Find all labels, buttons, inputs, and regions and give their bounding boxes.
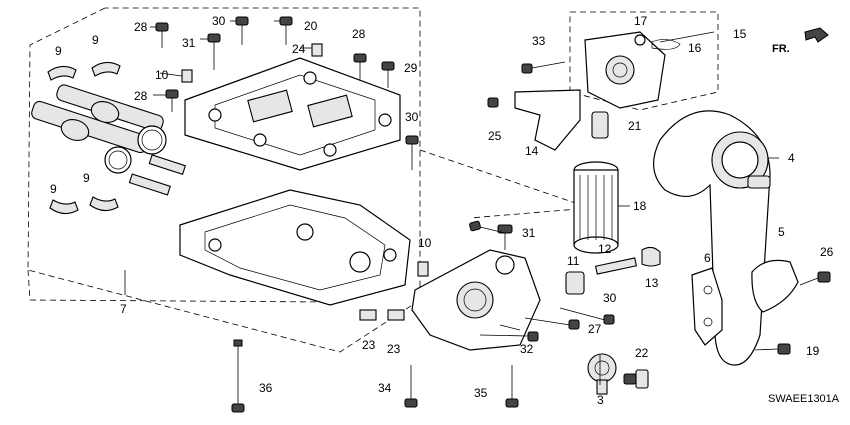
callout-9-c: 9 [50, 182, 57, 196]
oil-pump-body [411, 224, 541, 351]
callout-6: 6 [704, 251, 711, 265]
callout-34: 34 [378, 381, 392, 395]
callout-4: 4 [788, 151, 795, 165]
callout-24: 24 [292, 42, 306, 56]
pump-drive-gear [587, 353, 649, 395]
callout-17: 17 [634, 14, 648, 28]
callout-30-a: 30 [212, 14, 226, 28]
callout-31-b: 31 [522, 226, 536, 240]
callout-11: 11 [567, 254, 580, 268]
callout-5: 5 [778, 225, 785, 239]
callout-13: 13 [645, 276, 659, 290]
callout-33: 33 [532, 34, 546, 48]
leader-lines [124, 20, 779, 385]
bolts-pump [469, 220, 615, 342]
filter-bracket [514, 89, 609, 151]
callout-28-b: 28 [352, 27, 366, 41]
callout-7: 7 [120, 302, 127, 316]
callout-12: 12 [598, 242, 612, 256]
callout-19: 19 [806, 344, 820, 358]
diagram-code: SWAEE1301A [768, 393, 840, 405]
callout-30-b: 30 [405, 110, 419, 124]
callout-36: 36 [259, 381, 273, 395]
callout-9-a: 9 [55, 44, 62, 58]
callout-21: 21 [628, 119, 642, 133]
front-direction-arrow: FR. [772, 27, 829, 55]
long-bolts-bottom [231, 339, 519, 413]
callout-23-b: 23 [387, 342, 401, 356]
oil-pan-lower-housing [179, 189, 429, 321]
callout-20: 20 [304, 19, 318, 33]
callout-30-c: 30 [603, 291, 617, 305]
group-outlines [27, 7, 719, 353]
bearing-half-lower [49, 196, 119, 215]
balancer-upper-housing [184, 57, 401, 171]
callout-3: 3 [597, 393, 604, 407]
callout-14: 14 [525, 144, 539, 158]
callout-28-c: 28 [134, 89, 148, 103]
callout-28-a: 28 [134, 20, 148, 34]
front-direction-label: FR. [772, 43, 790, 55]
callout-18: 18 [633, 199, 647, 213]
callout-29: 29 [404, 61, 418, 75]
callout-22: 22 [635, 346, 649, 360]
callout-10-a: 10 [155, 68, 169, 82]
callout-25: 25 [488, 129, 502, 143]
callout-35: 35 [474, 386, 488, 400]
callout-26: 26 [820, 245, 834, 259]
callout-labels: 28 30 20 31 24 10 28 29 9 9 28 30 33 17 … [50, 14, 834, 407]
callout-15: 15 [733, 27, 747, 41]
callout-10-b: 10 [418, 236, 432, 250]
timing-chain [653, 110, 771, 366]
relief-valve-parts [565, 246, 661, 295]
callout-9-b: 9 [92, 33, 99, 47]
chain-tensioner [751, 259, 831, 355]
oil-filter [573, 161, 619, 254]
callout-32: 32 [520, 342, 534, 356]
callout-9-d: 9 [83, 171, 90, 185]
bearing-half-upper [47, 61, 121, 81]
callout-27: 27 [588, 322, 602, 336]
callout-31-a: 31 [182, 36, 196, 50]
bolts-upper [155, 16, 419, 170]
chain-guide [691, 267, 723, 346]
balancer-shafts [31, 84, 187, 196]
oil-filter-housing [487, 31, 681, 109]
callout-16: 16 [688, 41, 702, 55]
callout-23-a: 23 [362, 338, 376, 352]
